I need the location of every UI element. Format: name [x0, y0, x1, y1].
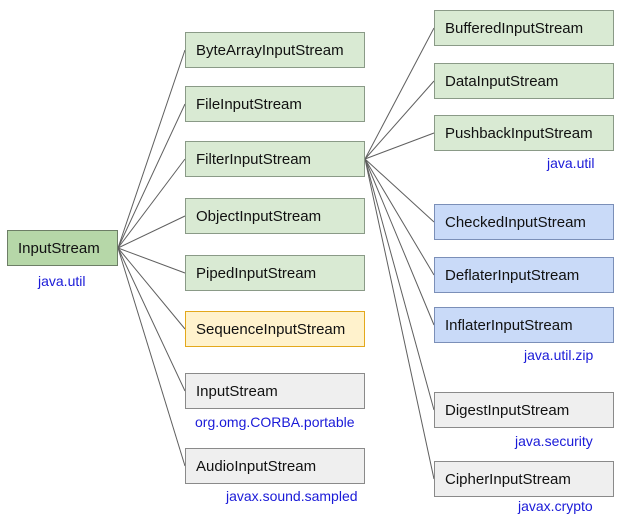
node-label: InflaterInputStream: [445, 316, 573, 334]
package-label-sound: javax.sound.sampled: [226, 488, 358, 504]
edge-filter-inflater: [364, 158, 435, 326]
node-label: InputStream: [18, 239, 100, 257]
node-label: InputStream: [196, 382, 278, 400]
edge-root-bytearray: [117, 49, 186, 249]
node-label: CheckedInputStream: [445, 213, 586, 231]
edge-filter-deflater: [364, 158, 435, 276]
node-label: BufferedInputStream: [445, 19, 584, 37]
node-label: SequenceInputStream: [196, 320, 346, 338]
edge-root-object: [117, 215, 186, 249]
node-label: DeflaterInputStream: [445, 266, 580, 284]
node-label: PushbackInputStream: [445, 124, 593, 142]
edge-filter-digest: [364, 158, 435, 411]
package-label-crypto: javax.crypto: [518, 498, 593, 514]
edge-root-filter: [117, 158, 186, 249]
edge-root-piped: [117, 247, 186, 274]
node-bytearrayinputstream: ByteArrayInputStream: [185, 32, 365, 68]
edge-root-sequence: [117, 247, 186, 330]
edge-filter-cipher: [364, 158, 435, 480]
node-pipedinputstream: PipedInputStream: [185, 255, 365, 291]
node-label: ObjectInputStream: [196, 207, 322, 225]
edge-root-audio: [117, 247, 186, 467]
node-pushbackinputstream: PushbackInputStream: [434, 115, 614, 151]
node-label: FileInputStream: [196, 95, 302, 113]
node-digestinputstream: DigestInputStream: [434, 392, 614, 428]
package-label-corba: org.omg.CORBA.portable: [195, 414, 355, 430]
node-audioinputstream: AudioInputStream: [185, 448, 365, 484]
node-checkedinputstream: CheckedInputStream: [434, 204, 614, 240]
edge-filter-checked: [364, 158, 435, 223]
node-label: FilterInputStream: [196, 150, 312, 168]
node-label: DigestInputStream: [445, 401, 570, 419]
edge-root-file: [117, 103, 186, 249]
node-label: ByteArrayInputStream: [196, 41, 344, 59]
node-bufferedinputstream: BufferedInputStream: [434, 10, 614, 46]
edge-filter-pushback: [364, 132, 435, 160]
node-label: PipedInputStream: [196, 264, 317, 282]
node-inflaterinputstream: InflaterInputStream: [434, 307, 614, 343]
node-sequenceinputstream: SequenceInputStream: [185, 311, 365, 347]
package-label-zip: java.util.zip: [524, 347, 594, 363]
node-objectinputstream: ObjectInputStream: [185, 198, 365, 234]
node-deflaterinputstream: DeflaterInputStream: [434, 257, 614, 293]
node-label: AudioInputStream: [196, 457, 317, 475]
node-fileinputstream: FileInputStream: [185, 86, 365, 122]
node-label: CipherInputStream: [445, 470, 571, 488]
node-label: DataInputStream: [445, 72, 559, 90]
package-label-root: java.util: [38, 273, 86, 289]
edge-filter-data: [364, 80, 435, 160]
node-corba-inputstream: InputStream: [185, 373, 365, 409]
node-inputstream-root: InputStream: [7, 230, 118, 266]
package-label-util: java.util: [547, 155, 595, 171]
node-datainputstream: DataInputStream: [434, 63, 614, 99]
node-cipherinputstream: CipherInputStream: [434, 461, 614, 497]
edge-filter-buffered: [364, 27, 435, 160]
edge-root-corba: [117, 247, 186, 392]
node-filterinputstream: FilterInputStream: [185, 141, 365, 177]
package-label-security: java.security: [515, 433, 593, 449]
